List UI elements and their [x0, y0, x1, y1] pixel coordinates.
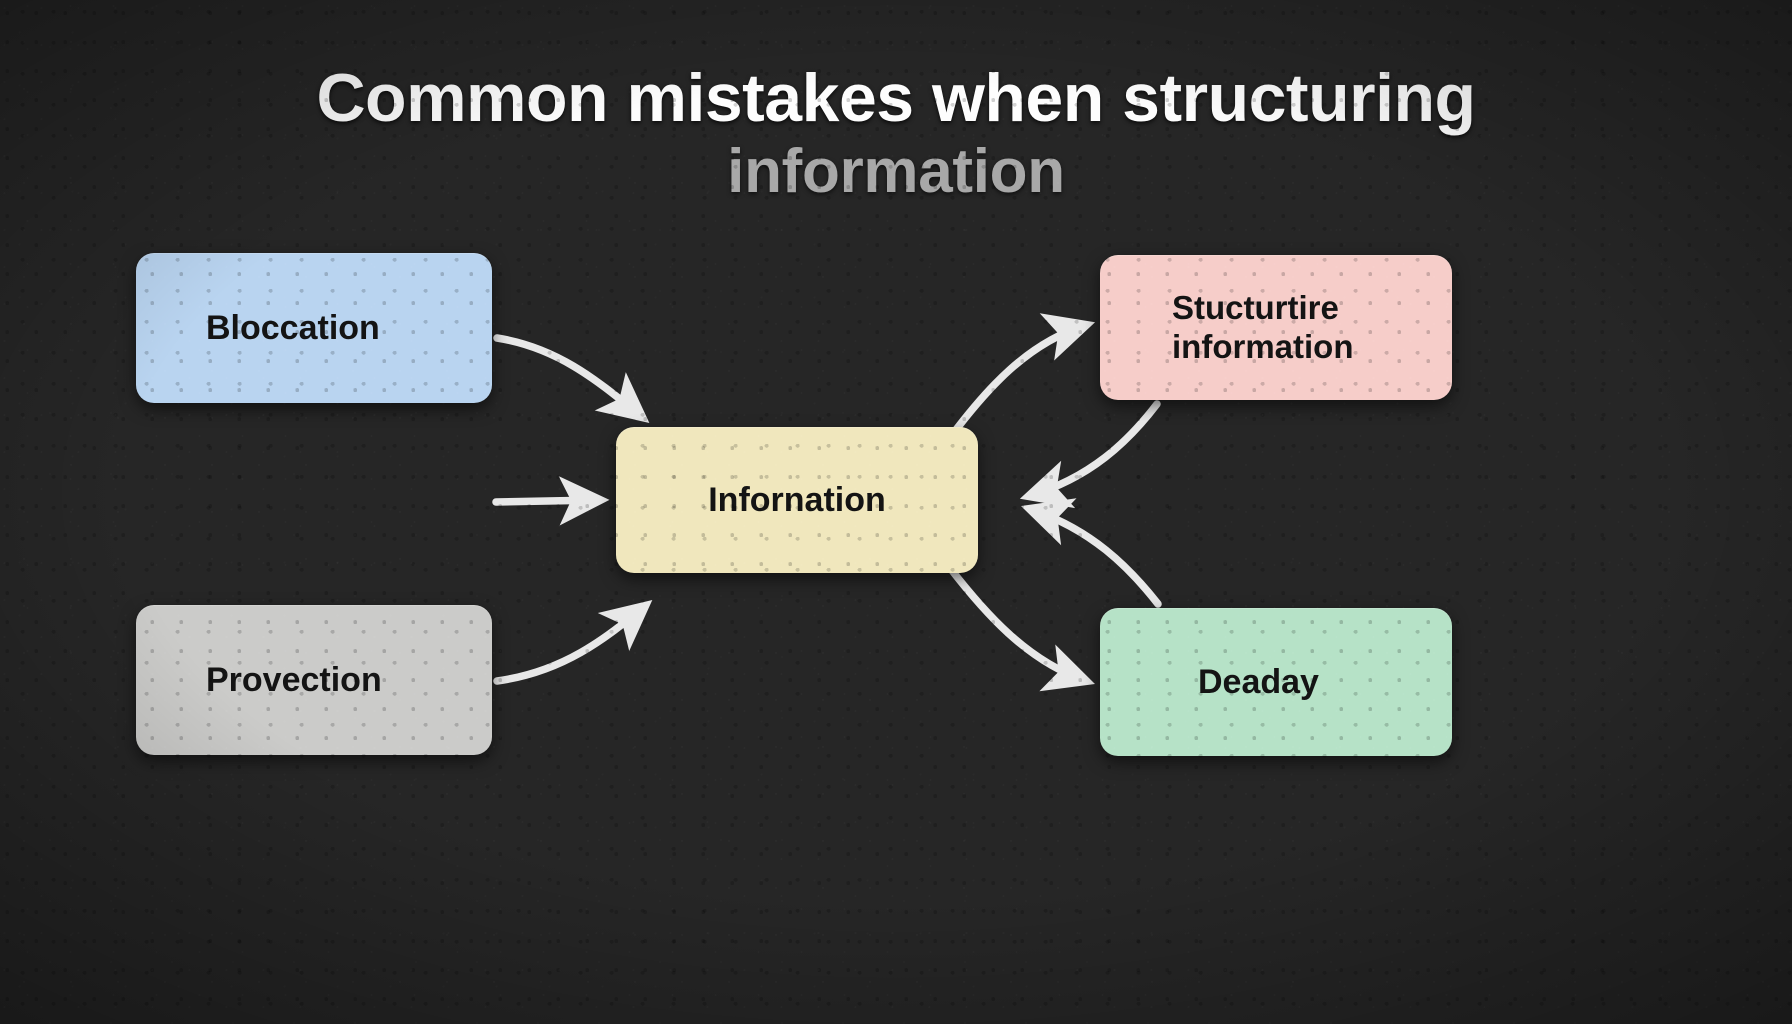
node-infornation[interactable]: Infornation	[616, 427, 978, 573]
node-provection-label: Provection	[206, 660, 382, 699]
arrow-bloccation-to-center	[493, 334, 650, 423]
title-line-primary: Common mistakes when structuring	[316, 60, 1476, 136]
title-line-secondary: information	[727, 137, 1065, 207]
page-title: Common mistakes when structuring informa…	[0, 60, 1792, 207]
arrow-center-to-deaday	[946, 564, 1095, 692]
arrow-stucturtire-to-center	[1019, 400, 1161, 509]
node-deaday[interactable]: Deaday	[1100, 608, 1452, 756]
arrow-deaday-to-center	[1020, 498, 1162, 608]
arrow-center-to-stucturtire	[948, 313, 1096, 439]
node-deaday-label: Deaday	[1198, 662, 1319, 701]
node-infornation-label: Infornation	[708, 480, 886, 519]
node-bloccation-label: Bloccation	[206, 308, 380, 347]
node-provection[interactable]: Provection	[136, 605, 492, 755]
node-stucturtire[interactable]: Stucturtire information	[1100, 255, 1452, 400]
arrow-provection-to-center	[493, 599, 653, 685]
node-bloccation[interactable]: Bloccation	[136, 253, 492, 403]
node-stucturtire-label: Stucturtire information	[1172, 288, 1354, 365]
arrow-left-stub-to-center	[492, 476, 610, 526]
